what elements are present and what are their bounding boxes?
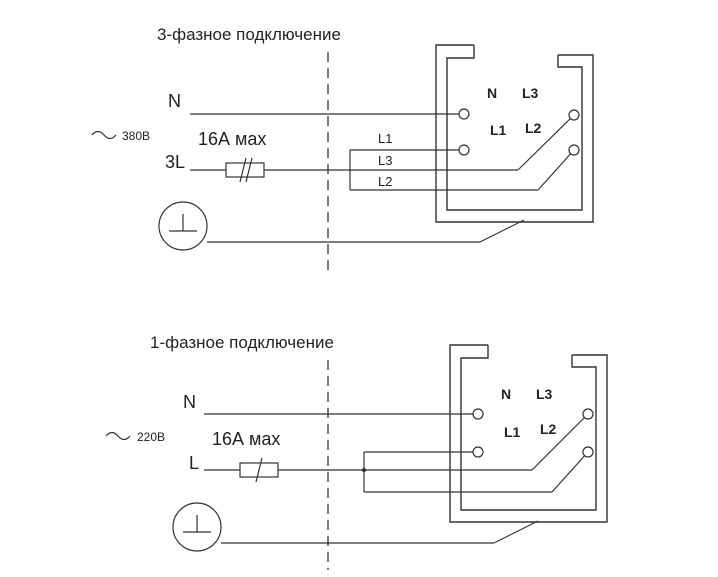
terminal-label-l1: L1 bbox=[504, 424, 521, 440]
fuse-icon bbox=[225, 157, 265, 183]
phase-label: 3L bbox=[165, 152, 185, 172]
terminal-l1 bbox=[458, 144, 470, 156]
phase-label: L bbox=[189, 453, 199, 473]
terminal-l3 bbox=[582, 408, 594, 420]
fuse-rating-label: 16А мах bbox=[198, 129, 266, 149]
ground-icon bbox=[158, 201, 208, 251]
terminal-l3 bbox=[568, 109, 580, 121]
terminal-label-n: N bbox=[501, 386, 511, 402]
three-phase-title: 3-фазное подключение bbox=[157, 25, 341, 44]
ground-link bbox=[479, 219, 525, 243]
terminal-n bbox=[458, 108, 470, 120]
three-phase-diagram: 3-фазное подключение N 380В 16А мах 3L L… bbox=[91, 25, 594, 272]
link-l3 bbox=[531, 413, 589, 471]
terminal-block-frame bbox=[449, 344, 608, 523]
fuse-rating-label: 16А мах bbox=[212, 429, 280, 449]
terminal-block-frame bbox=[435, 44, 594, 223]
terminal-l1 bbox=[472, 446, 484, 458]
link-l2 bbox=[537, 149, 575, 191]
wire-label-l2: L2 bbox=[378, 174, 392, 189]
terminal-label-l1: L1 bbox=[490, 122, 507, 138]
wire-label-l1: L1 bbox=[378, 131, 392, 146]
neutral-label: N bbox=[168, 91, 181, 111]
terminal-l2 bbox=[582, 446, 594, 458]
terminal-l2 bbox=[568, 144, 580, 156]
terminal-label-l3: L3 bbox=[536, 386, 553, 402]
single-phase-title: 1-фазное подключение bbox=[150, 333, 334, 352]
link-l3 bbox=[517, 114, 575, 171]
terminal-n bbox=[472, 408, 484, 420]
terminal-label-n: N bbox=[487, 85, 497, 101]
voltage-label: 220В bbox=[137, 430, 165, 444]
terminal-label-l2: L2 bbox=[540, 421, 557, 437]
ground-link bbox=[493, 520, 539, 544]
fuse-icon bbox=[239, 457, 279, 483]
voltage-label: 380В bbox=[122, 129, 150, 143]
single-phase-diagram: 1-фазное подключение N 220В 16А мах L bbox=[105, 333, 608, 570]
link-l2 bbox=[551, 451, 589, 493]
neutral-label: N bbox=[183, 392, 196, 412]
tilde-icon bbox=[105, 431, 131, 441]
ground-icon bbox=[172, 502, 222, 552]
tilde-icon bbox=[91, 130, 117, 140]
terminal-label-l2: L2 bbox=[525, 120, 542, 136]
terminal-label-l3: L3 bbox=[522, 85, 539, 101]
wire-label-l3: L3 bbox=[378, 153, 392, 168]
